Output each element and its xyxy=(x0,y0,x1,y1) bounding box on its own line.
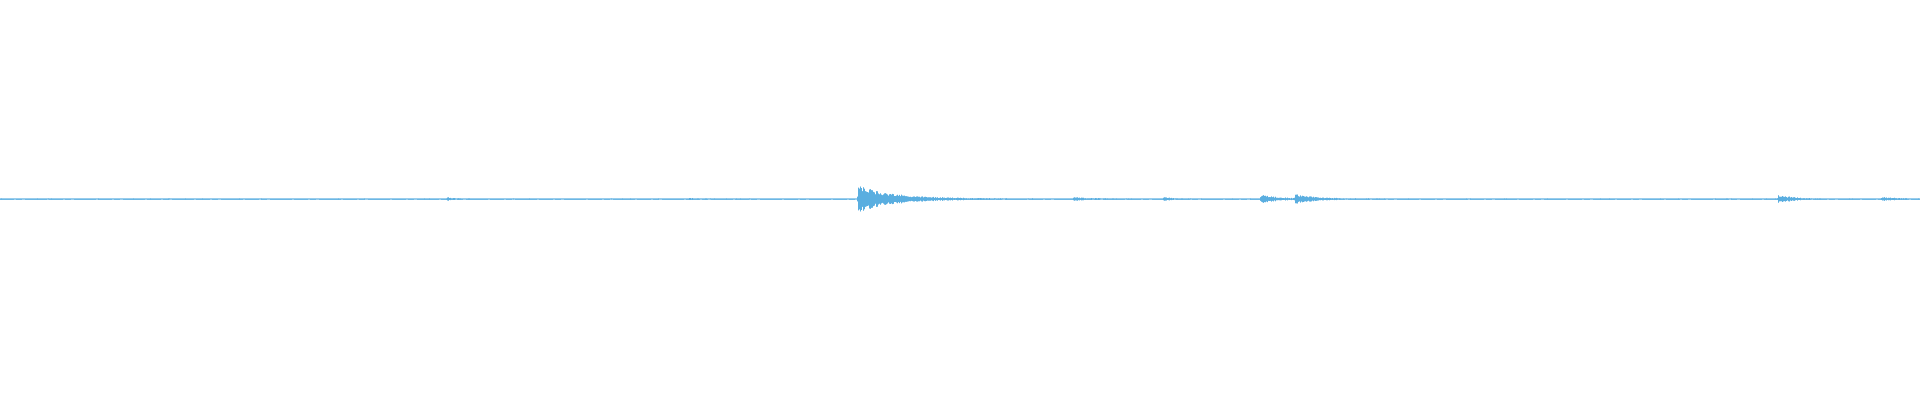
waveform-trace xyxy=(0,186,1920,212)
